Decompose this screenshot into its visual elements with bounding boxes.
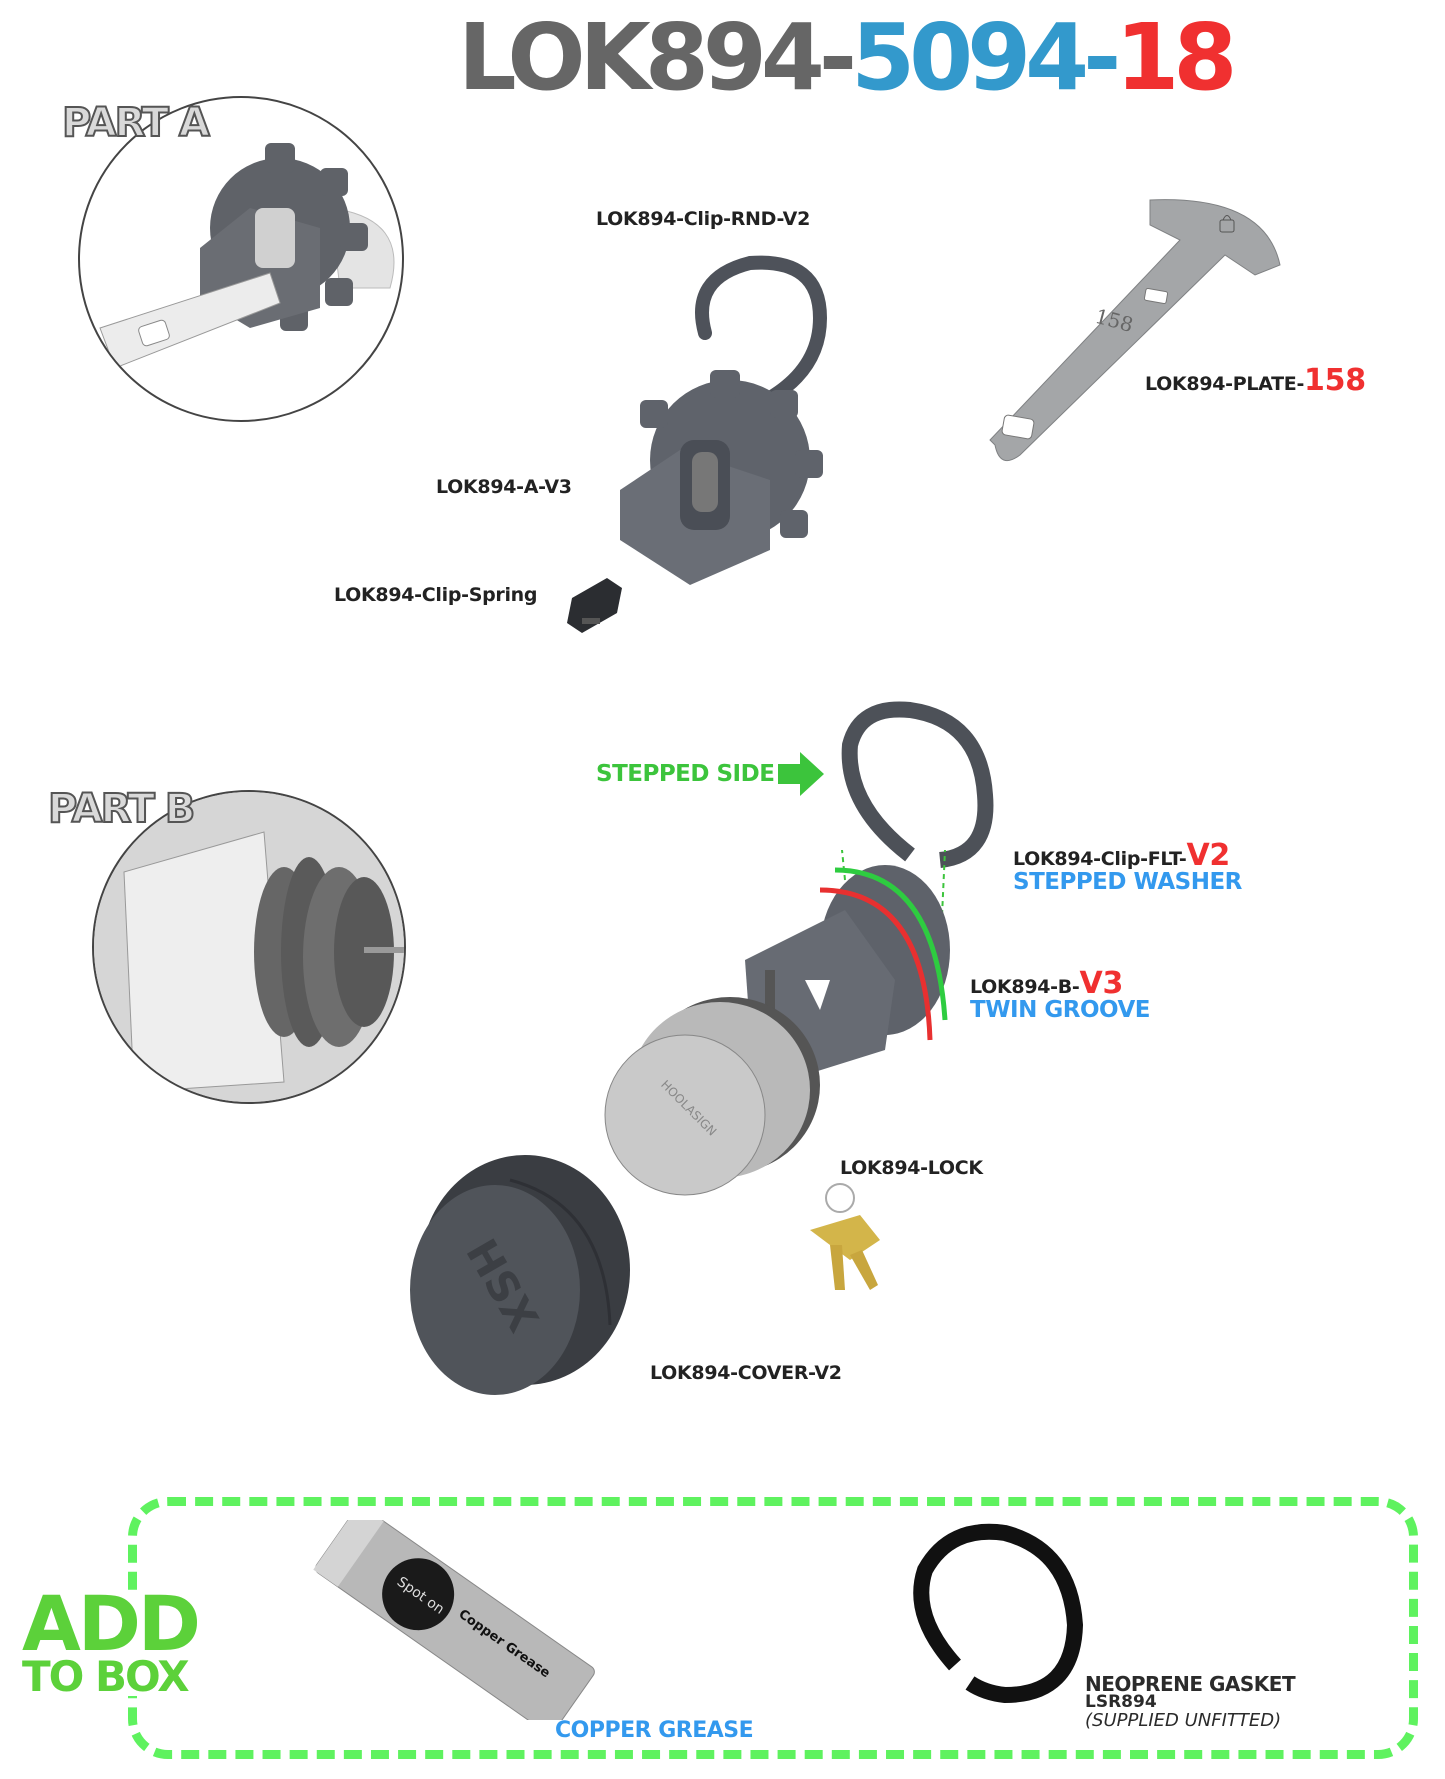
- part-a-label: PART A: [61, 99, 211, 147]
- part-a-assembly-icon: [99, 143, 395, 369]
- clip-rnd-label: LOK894-Clip-RND-V2: [596, 208, 810, 230]
- lock-label: LOK894-LOCK: [840, 1157, 983, 1179]
- plate-label-prefix: LOK894-PLATE-: [1145, 373, 1305, 395]
- gasket-code: LSR894: [1085, 1692, 1157, 1712]
- plate-158-icon: 158: [989, 199, 1281, 462]
- gasket-name: NEOPRENE GASKET: [1085, 1672, 1296, 1696]
- copper-grease-label: COPPER GREASE: [555, 1718, 754, 1743]
- clip-flt-suffix: V2: [1186, 838, 1231, 873]
- clip-flt-subtitle: STEPPED WASHER: [1013, 869, 1242, 895]
- stepped-washer-icon: [841, 701, 994, 868]
- add-heading-line2: TO BOX: [22, 1652, 190, 1702]
- b-v3-subtitle: TWIN GROOVE: [970, 997, 1150, 1023]
- b-v3-label: LOK894-B-V3 TWIN GROOVE: [970, 966, 1150, 1023]
- page-title: LOK894-5094-18: [458, 12, 1237, 104]
- part-a-photo: [78, 96, 404, 422]
- b-v3-prefix: LOK894-B-: [970, 976, 1080, 998]
- a-v3-label: LOK894-A-V3: [436, 476, 572, 498]
- a-v3-housing-icon: [620, 370, 823, 585]
- title-part-variant: 18: [1115, 4, 1237, 111]
- cover-icon: HSX: [410, 1155, 630, 1395]
- b-v3-suffix: V3: [1079, 966, 1124, 1001]
- cover-label: LOK894-COVER-V2: [650, 1362, 842, 1384]
- lock-body-icon: HOOLASIGN: [604, 997, 820, 1196]
- clip-spring-icon: [567, 578, 622, 633]
- clip-flt-prefix: LOK894-Clip-FLT-: [1013, 848, 1187, 870]
- clip-rnd-icon: [695, 255, 828, 405]
- gasket-note: (SUPPLIED UNFITTED): [1085, 1710, 1282, 1731]
- stepped-side-callout: STEPPED SIDE: [596, 752, 826, 796]
- neoprene-gasket-icon: [913, 1523, 1084, 1704]
- add-heading-line1: ADD: [22, 1579, 201, 1668]
- part-b-assembly-icon: [94, 792, 404, 1102]
- copper-grease-pack-icon: Spot on Copper Grease: [313, 1520, 595, 1720]
- part-b-photo: [92, 790, 406, 1104]
- part-b-label: PART B: [47, 785, 196, 833]
- title-part-number: 5094-: [851, 4, 1121, 111]
- plate-label: LOK894-PLATE-158: [1145, 363, 1366, 398]
- arrow-right-icon: [778, 752, 825, 796]
- title-part-model: LOK894-: [458, 4, 857, 111]
- stepped-side-label: STEPPED SIDE: [596, 761, 775, 787]
- clip-spring-label: LOK894-Clip-Spring: [334, 584, 538, 606]
- add-to-box-heading: ADD TO BOX: [18, 1579, 202, 1702]
- clip-flt-label: LOK894-Clip-FLT-V2 STEPPED WASHER: [1013, 838, 1242, 895]
- keys-icon: [810, 1183, 880, 1290]
- gasket-label: NEOPRENE GASKET LSR894 (SUPPLIED UNFITTE…: [1085, 1672, 1296, 1731]
- plate-label-suffix: 158: [1304, 363, 1366, 398]
